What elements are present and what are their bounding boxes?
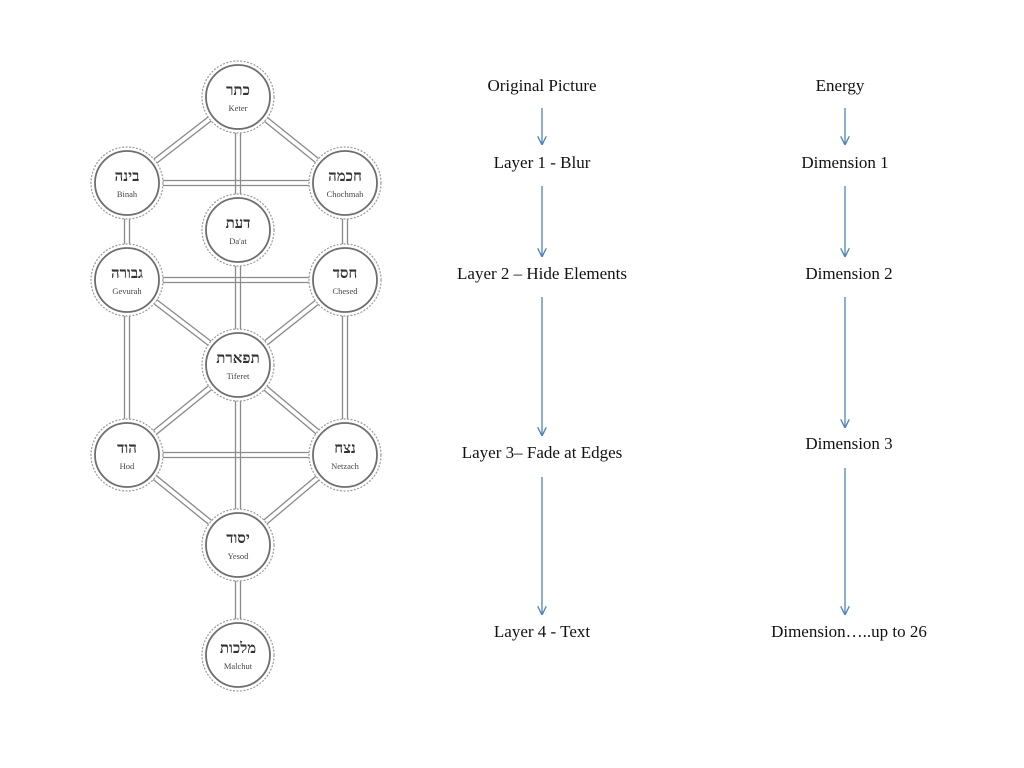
sephirah-hod: הוד Hod	[90, 418, 164, 492]
sephirah-name: Yesod	[228, 551, 250, 561]
sephirah-chesed: חסד Chesed	[308, 243, 382, 317]
layer-label-2: Layer 2 – Hide Elements	[457, 264, 627, 283]
dimension-label-1: Dimension 1	[801, 153, 889, 172]
layer-label-3: Layer 3– Fade at Edges	[461, 443, 623, 462]
sephirah-keter: כתר Keter	[201, 60, 275, 134]
sephirah-circle	[94, 150, 160, 216]
sephirah-yesod: יסוד Yesod	[201, 508, 275, 582]
sephirah-name: Binah	[117, 189, 138, 199]
sephirah-hebrew: מלכות	[220, 639, 256, 657]
sephirah-hebrew: חכמה	[328, 167, 362, 185]
sephirah-circle	[205, 622, 271, 688]
sephirah-binah: בינה Binah	[90, 146, 164, 220]
sephirah-name: Keter	[229, 103, 248, 113]
sephirah-hebrew: חסד	[333, 264, 358, 282]
sephirah-hebrew: תפארת	[216, 349, 259, 367]
sephirah-name: Malchut	[224, 661, 253, 671]
sephirah-hebrew: בינה	[115, 167, 140, 185]
sephirah-malchut: מלכות Malchut	[201, 618, 275, 692]
sephirah-tiferet: תפארת Tiferet	[201, 328, 275, 402]
layer-label-original: Original Picture	[487, 76, 597, 95]
sephirah-name: Chochmah	[327, 189, 365, 199]
sephirah-circle	[94, 422, 160, 488]
sephirah-hebrew: גבורה	[111, 264, 143, 282]
sephirah-name: Tiferet	[227, 371, 250, 381]
sephirah-name: Chesed	[332, 286, 358, 296]
sephirah-hebrew: יסוד	[226, 529, 250, 547]
layer-label-4: Layer 4 - Text	[493, 622, 591, 641]
sephirah-circle	[205, 332, 271, 398]
sephirah-hebrew: כתר	[226, 81, 250, 99]
sephirah-hebrew: הוד	[117, 439, 137, 457]
sephirah-circle	[94, 247, 160, 313]
sephirah-hebrew: נצח	[334, 439, 356, 457]
sephirah-circle	[312, 150, 378, 216]
dimension-label-4: Dimension…..up to 26	[771, 622, 927, 641]
sephirah-netzach: נצח Netzach	[308, 418, 382, 492]
sephirah-name: Da'at	[229, 236, 247, 246]
sephirah-name: Netzach	[331, 461, 360, 471]
sephirah-name: Gevurah	[112, 286, 142, 296]
sephirah-circle	[312, 247, 378, 313]
dimension-label-2: Dimension 2	[805, 264, 893, 283]
sephirah-gevurah: גבורה Gevurah	[90, 243, 164, 317]
layer-label-1: Layer 1 - Blur	[493, 153, 591, 172]
tree-of-life-diagram: כתר Keter בינה Binah חכמה Chochmah דעת Da'at גבו…	[90, 60, 382, 692]
sephirah-circle	[205, 512, 271, 578]
dimension-label-3: Dimension 3	[805, 434, 893, 453]
dimension-label-energy: Energy	[815, 76, 865, 95]
sephirah-name: Hod	[120, 461, 135, 471]
sephirah-circle	[312, 422, 378, 488]
sephirah-daat: דעת Da'at	[201, 193, 275, 267]
sephirah-hebrew: דעת	[226, 214, 251, 232]
sephirah-circle	[205, 197, 271, 263]
sephirah-chochmah: חכמה Chochmah	[308, 146, 382, 220]
sephirah-circle	[205, 64, 271, 130]
